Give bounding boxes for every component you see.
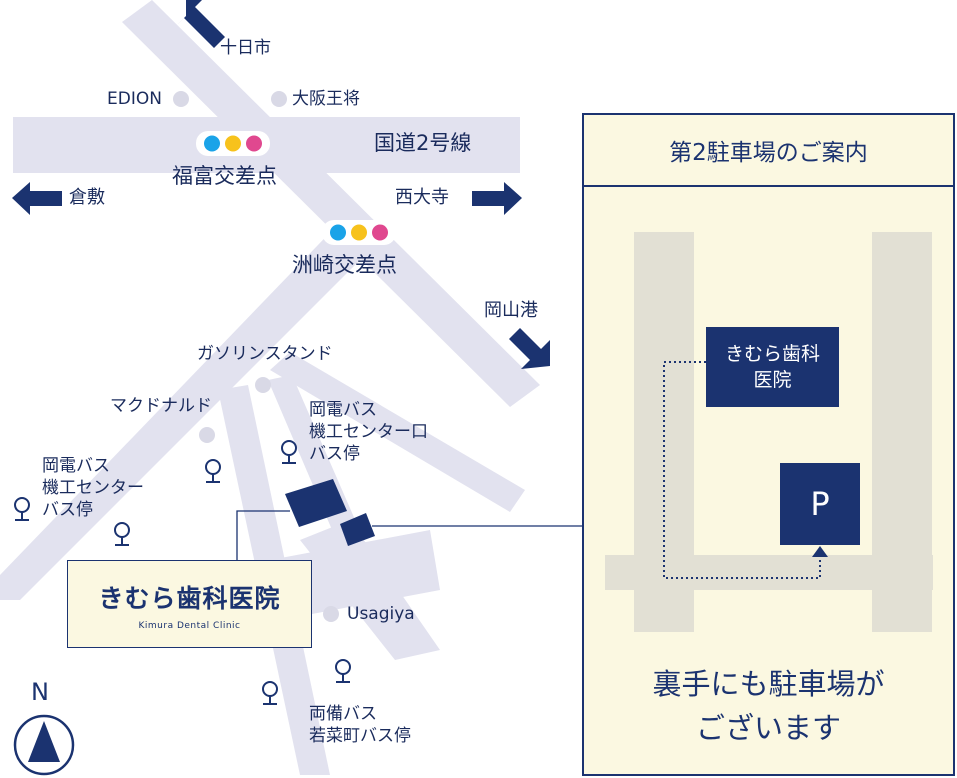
traffic-signal-susaki-icon — [322, 220, 396, 245]
panel-clinic-box: きむら歯科 医院 — [706, 327, 839, 407]
bus-stop-icon — [281, 440, 297, 464]
label-osaka-osho: 大阪王将 — [292, 89, 360, 109]
arrow-okayama-port-icon — [509, 328, 550, 369]
osaka-osho-dot — [271, 91, 287, 107]
label-usagiya: Usagiya — [347, 604, 415, 624]
parking-p-box: P — [780, 463, 860, 545]
clinic-card: きむら歯科医院 Kimura Dental Clinic — [67, 560, 312, 648]
label-edion: EDION — [107, 89, 162, 109]
bus-stop-label-kiko-center-mae: 岡電バス 機工センター口 バス停 — [309, 400, 428, 464]
label-okayama-port: 岡山港 — [484, 300, 538, 321]
arrow-tokaichi-icon — [178, 0, 225, 48]
clinic-leader-line — [236, 510, 290, 560]
label-saidaiji: 西大寺 — [395, 187, 449, 208]
clinic-building — [285, 479, 347, 527]
label-fukutomi: 福富交差点 — [172, 164, 277, 188]
road-cross-lower2 — [300, 520, 440, 660]
clinic-name-en: Kimura Dental Clinic — [138, 621, 241, 631]
bus-stop-icon — [14, 497, 30, 521]
label-route2: 国道2号線 — [374, 131, 472, 155]
panel-message: 裏手にも駐車場が ございます — [652, 667, 885, 745]
arrow-saidaiji-icon — [472, 182, 522, 215]
label-tokaichi: 十日市 — [220, 38, 271, 58]
bus-stop-icon — [205, 459, 221, 483]
parking-building — [340, 513, 375, 546]
edion-dot — [173, 91, 189, 107]
traffic-signal-fukutomi-icon — [196, 131, 270, 156]
road-diagonal-sw — [0, 218, 372, 600]
bus-stop-icon — [335, 659, 351, 683]
label-gas-station: ガソリンスタンド — [197, 344, 333, 364]
label-susaki: 洲崎交差点 — [292, 253, 397, 277]
mcdonalds-dot — [199, 427, 215, 443]
north-arrow-icon — [13, 714, 75, 776]
bus-stop-icon — [114, 522, 130, 546]
bus-stop-label-wakanacho: 両備バス 若菜町バス停 — [309, 704, 411, 746]
gas-station-dot — [255, 377, 271, 393]
bus-stop-label-kiko-center: 岡電バス 機工センター バス停 — [42, 456, 144, 520]
label-mcdonalds: マクドナルド — [110, 396, 212, 416]
road-diagonal-main — [122, 0, 540, 407]
panel-title: 第2駐車場のご案内 — [584, 115, 953, 187]
label-kurashiki: 倉敷 — [69, 187, 105, 208]
north-label: N — [31, 678, 49, 706]
arrow-kurashiki-icon — [12, 182, 62, 215]
bus-stop-icon — [262, 681, 278, 705]
road-side-east — [270, 352, 525, 512]
usagiya-dot — [323, 606, 339, 622]
clinic-name-jp: きむら歯科医院 — [98, 584, 281, 613]
